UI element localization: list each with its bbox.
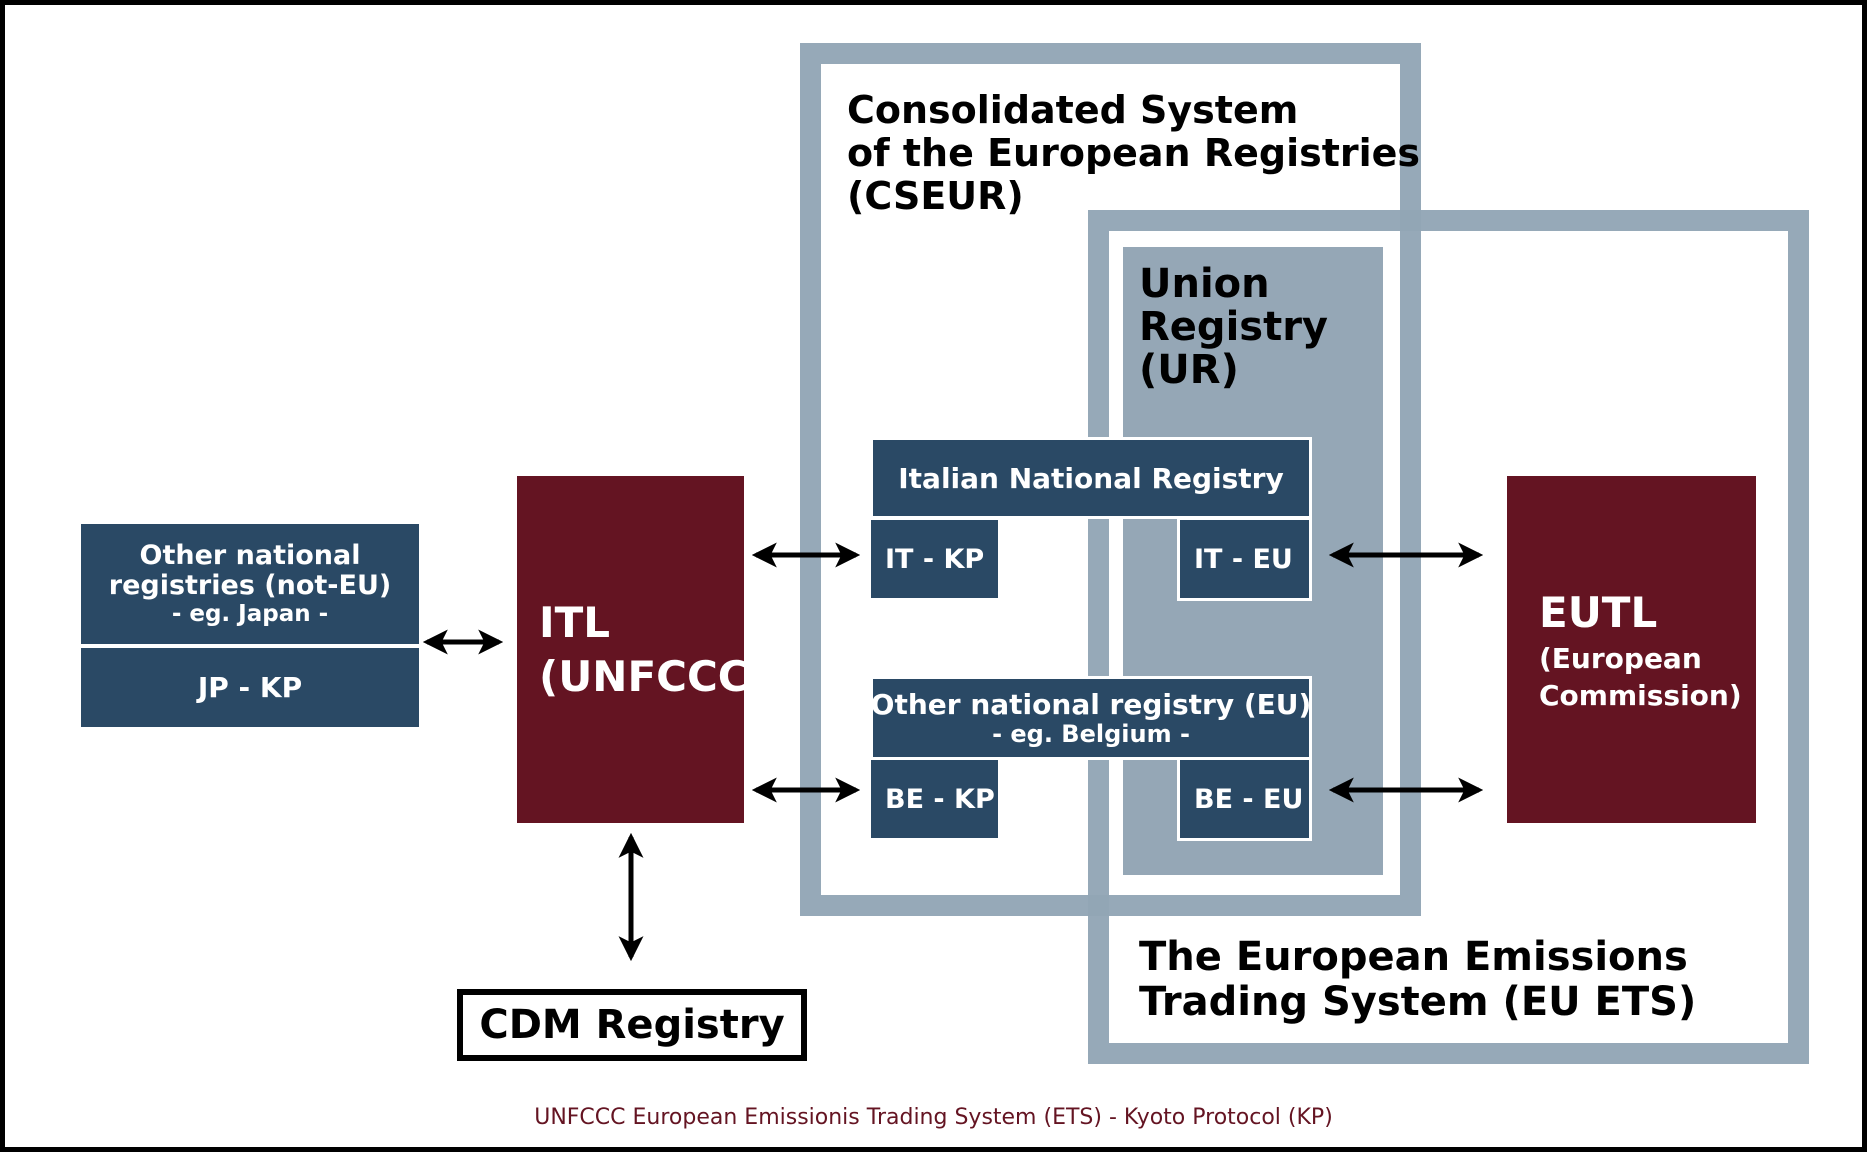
cseur-frame [800,43,1421,916]
union-registry-title: Union Registry (UR) [1139,261,1329,393]
diagram-caption: UNFCCC European Emissionis Trading Syste… [534,1105,1333,1130]
cseur-title: Consolidated System of the European Regi… [847,88,1421,218]
eu-ets-frame [1088,210,1809,1064]
it-kp-box: IT - KP [871,520,998,598]
jp-kp-box: JP - KP [81,648,419,727]
eu-ets-title: The European Emissions Trading System (E… [1139,934,1697,1025]
eutl-european-commission-box: EUTL (European Commission) [1507,476,1756,823]
it-eu-box: IT - EU [1177,517,1312,601]
other-national-registries-non-eu-box: Other national registries (not-EU) - eg.… [81,524,419,644]
itl-unfccc-box: ITL (UNFCCC) [517,476,768,823]
connector-arrows [422,542,1484,962]
cdm-registry-box: CDM Registry [457,989,807,1061]
other-national-registry-eu-box: Other national registry (EU) - eg. Belgi… [870,676,1312,760]
italian-national-registry-box: Italian National Registry [870,437,1312,519]
be-kp-box: BE - KP [871,760,998,838]
be-eu-box: BE - EU [1177,757,1312,841]
